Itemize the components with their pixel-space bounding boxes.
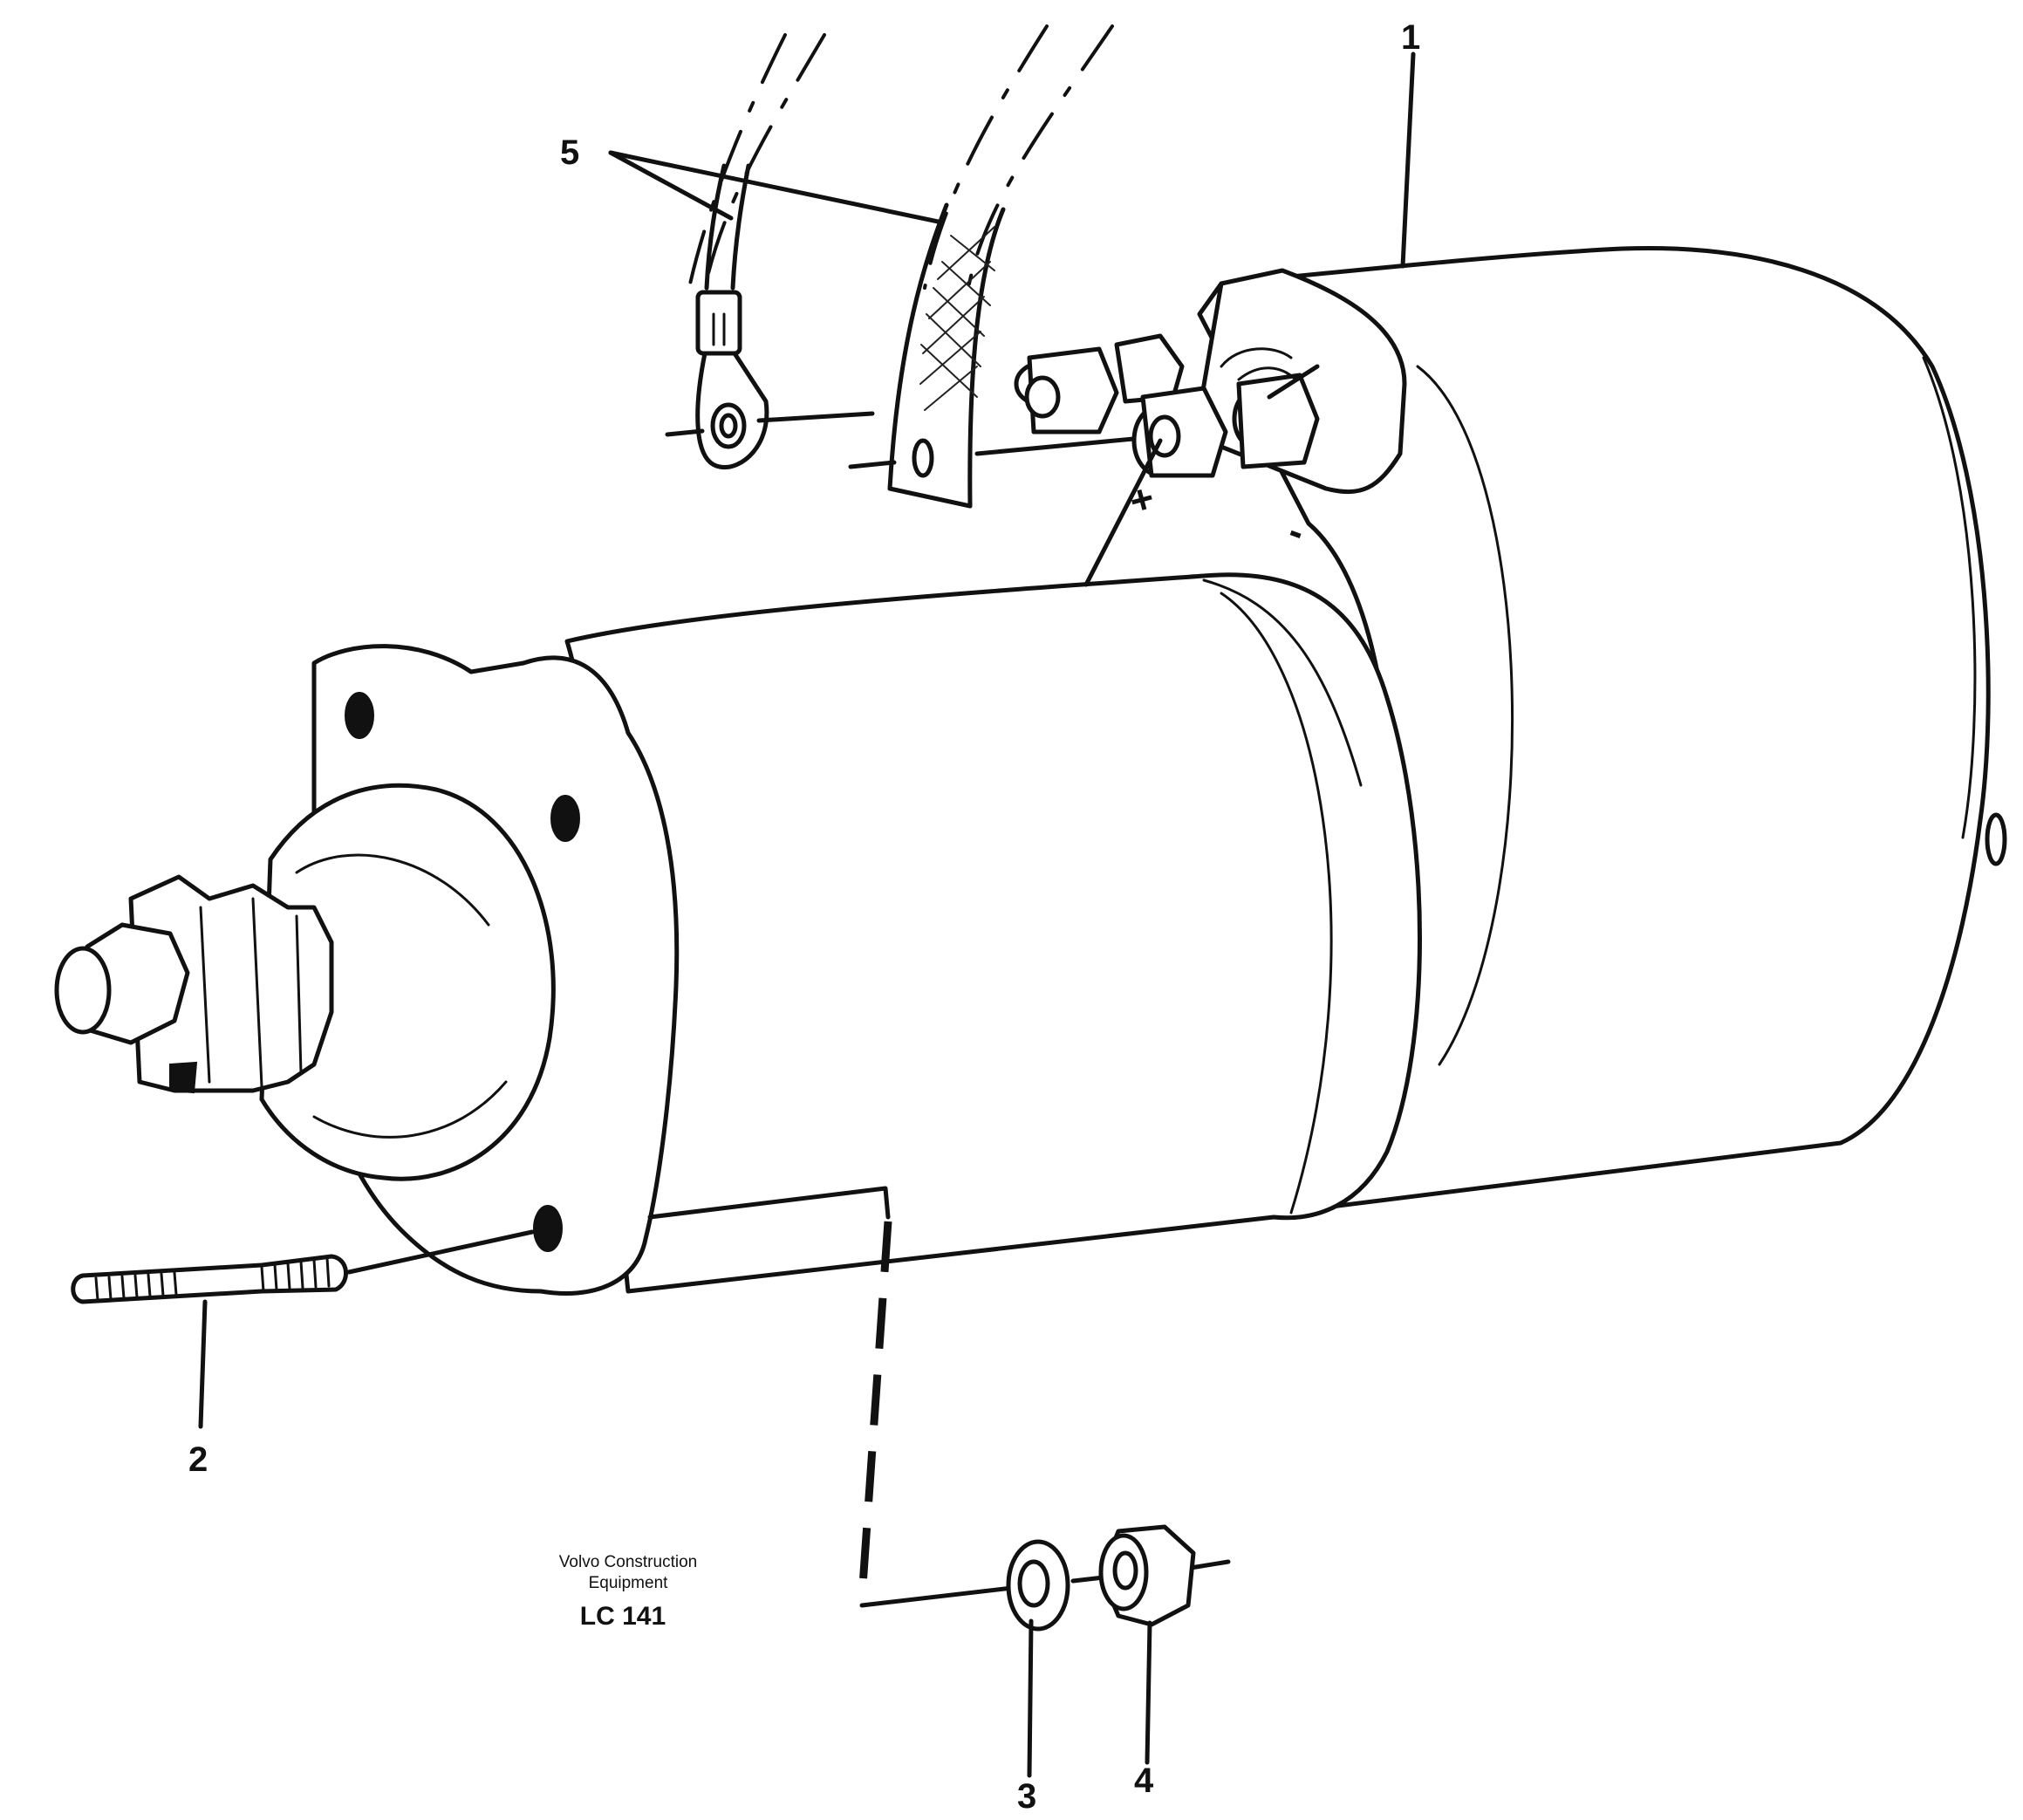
earth-strap	[848, 24, 1145, 509]
stud	[71, 1229, 535, 1304]
starter-motor	[54, 246, 2007, 1296]
leader-lines	[198, 51, 1416, 1778]
nut	[1098, 1524, 1196, 1627]
callout-5: 5	[560, 133, 579, 172]
callout-4: 4	[1134, 1762, 1154, 1800]
callout-2: 2	[188, 1440, 208, 1479]
positive-terminal-label: +	[1124, 475, 1158, 524]
credit-line-2: Equipment	[589, 1574, 669, 1592]
negative-terminal-label: -	[1283, 508, 1311, 555]
terminal-studs	[1014, 333, 1320, 478]
braid-pattern	[919, 226, 995, 411]
battery-cable	[665, 33, 875, 470]
figure-code: LC 141	[580, 1602, 666, 1631]
bracket-connector	[647, 1186, 1231, 1608]
callout-3: 3	[1017, 1777, 1036, 1816]
credit-line-1: Volvo Construction	[559, 1553, 697, 1571]
callout-1: 1	[1401, 18, 1420, 57]
washer	[1006, 1539, 1070, 1632]
